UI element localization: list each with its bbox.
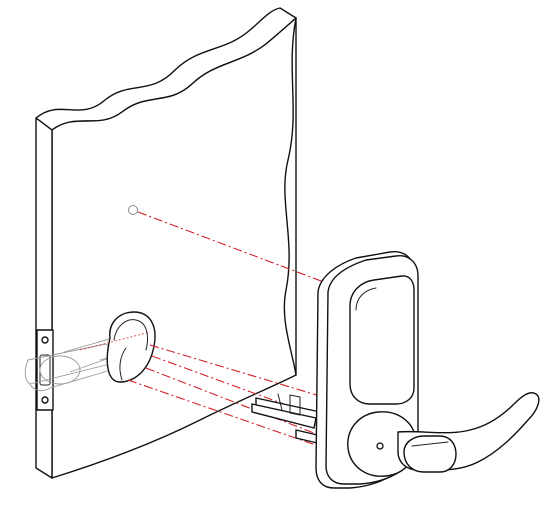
- faceplate-screw-top: [41, 336, 49, 344]
- guide-latch-ghost: [79, 331, 151, 351]
- guide-spindle-3: [145, 367, 346, 446]
- keyhole-icon: [376, 442, 384, 450]
- door-edge-face: [35, 117, 53, 479]
- guide-spindle-1: [149, 344, 341, 403]
- spindle-hole: [106, 311, 156, 383]
- screw-hole: [128, 205, 138, 215]
- door-break-line: [283, 17, 297, 376]
- lever-handle: [347, 392, 540, 477]
- guide-spindle-2: [151, 355, 356, 431]
- keypad-screen: [349, 275, 415, 405]
- guide-top-screw: [137, 211, 346, 291]
- lever-tip: [403, 435, 457, 473]
- latch-faceplate: [36, 329, 54, 411]
- faceplate-screw-bottom: [41, 396, 49, 404]
